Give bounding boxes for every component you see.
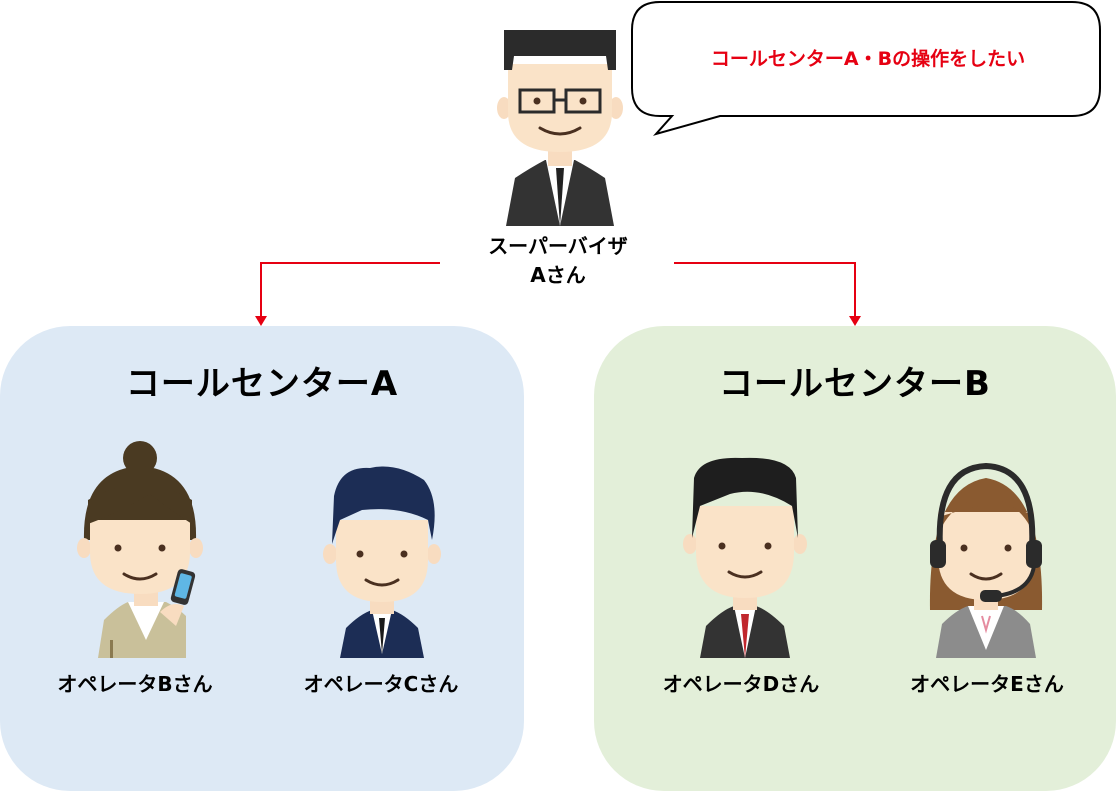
supervisor-label: スーパーバイザ Aさん <box>440 232 676 290</box>
call-center-a-title: コールセンターA <box>125 364 399 404</box>
operator-b-avatar <box>77 441 203 658</box>
supervisor-role: スーパーバイザ <box>488 234 628 258</box>
operator-e-label: オペレータEさん <box>910 672 1064 696</box>
operator-b-label: オペレータBさん <box>57 672 213 696</box>
supervisor-name: Aさん <box>530 263 586 287</box>
arrow-to-center-b <box>674 262 861 326</box>
operator-c-avatar <box>323 466 441 658</box>
call-center-b-title: コールセンターB <box>719 364 991 404</box>
operator-d-label: オペレータDさん <box>662 672 820 696</box>
operator-c-label: オペレータCさん <box>303 672 459 696</box>
speech-bubble-text: コールセンターA・Bの操作をしたい <box>710 48 1026 70</box>
operator-e-avatar <box>929 462 1043 658</box>
speech-bubble <box>631 1 1101 136</box>
operator-d-avatar <box>683 457 807 658</box>
arrow-to-center-a <box>255 262 440 326</box>
supervisor-avatar <box>497 30 623 226</box>
